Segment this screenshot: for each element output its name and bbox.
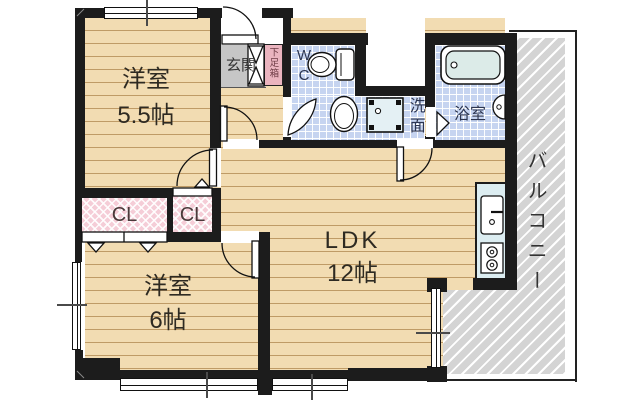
wall-west-mid	[75, 196, 82, 262]
wall-room2-east	[258, 232, 270, 378]
room2-name: 洋室	[144, 273, 192, 300]
void-area	[366, 0, 425, 96]
balcony-label: バルコニー	[524, 150, 546, 300]
room1-label: 洋室 5.5帖	[85, 62, 207, 134]
ldk-name: LDK	[324, 227, 381, 254]
wall-kitchen-south	[473, 278, 517, 290]
tick-balcony-window	[416, 332, 450, 334]
wall-top-right	[262, 8, 293, 18]
balcony-rail-right	[575, 30, 577, 382]
wall-ldk-north-right	[432, 140, 517, 148]
wall-bathroom-west-lower	[425, 136, 435, 148]
washroom-label: 洗面	[406, 97, 424, 137]
kitchen-counter	[475, 182, 505, 288]
closet2-label: CL	[179, 204, 206, 226]
closet2-floor	[173, 196, 212, 234]
wall-closet-top	[75, 188, 173, 198]
wc-label: WC	[295, 47, 313, 87]
wall-bathroom-west-upper	[425, 33, 435, 108]
ldk-label: LDK 12帖	[290, 224, 415, 290]
room1-size: 5.5帖	[117, 102, 175, 129]
balcony-rail-top	[509, 30, 577, 32]
wall-between-closets	[167, 194, 173, 233]
genkan-label: 玄関	[225, 57, 256, 74]
room2-label: 洋室 6帖	[103, 270, 233, 338]
closet1-label: CL	[111, 204, 138, 226]
balcony-strip	[517, 38, 565, 290]
window-room2-bottom	[120, 378, 258, 391]
wall-room1-east	[210, 8, 221, 148]
wall-ldk-bottom-solid	[348, 368, 447, 381]
wall-closet2-bottom	[167, 232, 222, 242]
balcony-corner	[443, 290, 565, 374]
tick-bottom-2	[311, 374, 313, 400]
wall-closet2-east	[212, 188, 221, 242]
ldk-size: 12帖	[327, 260, 378, 287]
wall-ldk-bottom-thin	[272, 370, 348, 378]
wall-room2-bottom	[118, 370, 258, 378]
wall-washroom-top	[355, 86, 435, 96]
closet1-floor	[82, 196, 167, 234]
entry-vestibule	[221, 18, 283, 45]
balcony-rail-bottom	[447, 379, 577, 381]
wall-wc-top	[283, 33, 368, 45]
wall-sw-corner	[75, 358, 120, 380]
wall-ldk-north-left	[258, 140, 398, 148]
window-ldk-balcony	[431, 288, 441, 368]
tick-left	[57, 304, 87, 306]
window-ldk-bottom	[272, 378, 348, 391]
wall-washroom-west-lower	[283, 136, 291, 148]
wall-balcony-jamb-bottom	[427, 366, 447, 382]
wall-east	[505, 33, 517, 290]
bathroom-label: 浴室	[453, 106, 486, 123]
shoebox-label: 下足箱	[267, 47, 279, 79]
window-room1-top	[104, 7, 198, 19]
room2-size: 6帖	[149, 307, 187, 334]
wall-wc-east	[355, 33, 366, 96]
wall-wc-west	[283, 8, 291, 98]
tick-top	[146, 0, 148, 26]
wall-west-upper	[75, 8, 85, 198]
room1-name: 洋室	[122, 66, 170, 93]
wall-bathroom-top	[425, 33, 517, 45]
tick-bottom-1	[206, 372, 208, 398]
window-room2-left	[72, 262, 81, 350]
